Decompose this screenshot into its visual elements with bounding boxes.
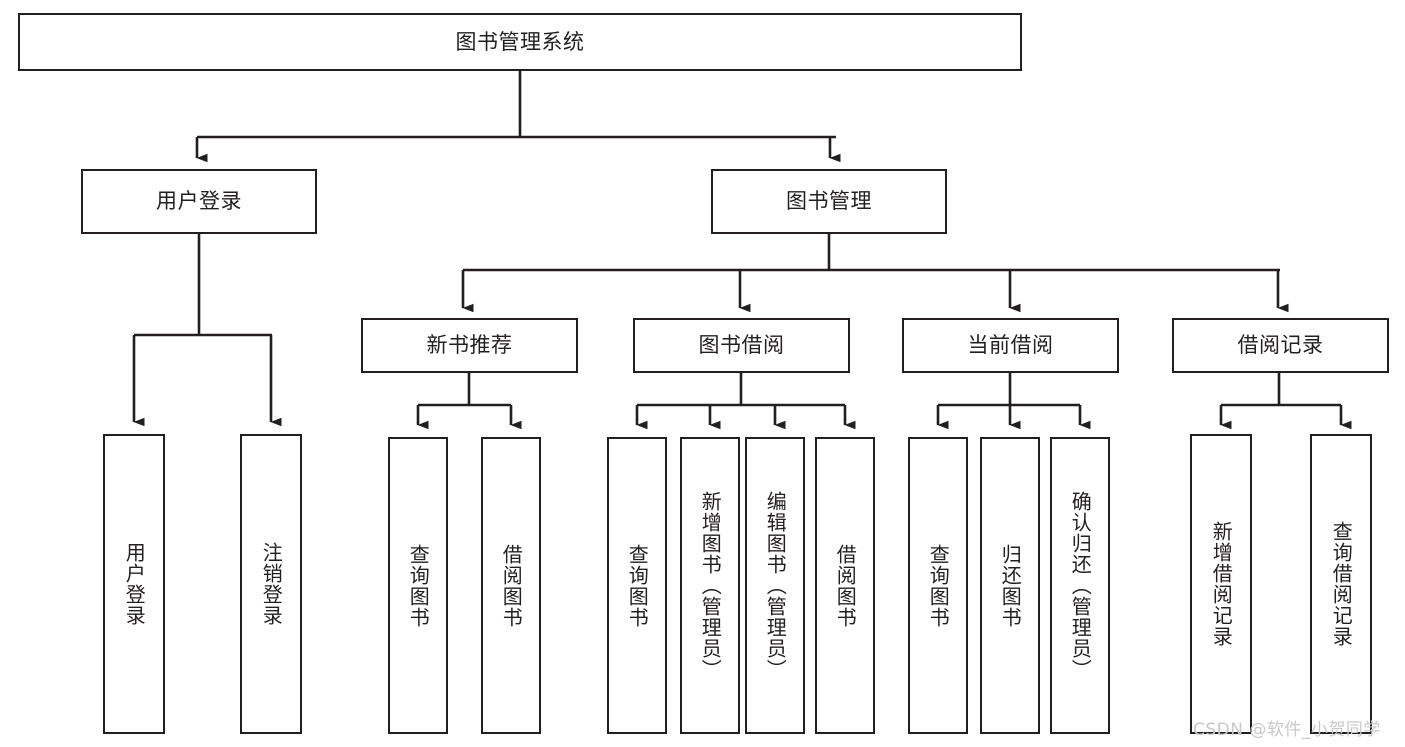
watermark-text: CSDN @软件_小贺同学 [1193,720,1381,740]
node-label: 借阅记录 [1237,333,1324,358]
node-root-library-management-system[interactable]: 图书管理系统 [18,13,1022,71]
leaf-borrow-record-query-record[interactable]: 查询借阅记录 [1310,434,1372,734]
leaf-current-borrow-return-book[interactable]: 归还图书 [980,437,1040,734]
leaf-book-borrow-edit-book-admin[interactable]: 编辑图书（管理员） [745,437,805,734]
node-label: 新增图书（管理员） [698,491,723,680]
leaf-new-book-borrow-book[interactable]: 借阅图书 [481,437,541,734]
leaf-book-borrow-add-book-admin[interactable]: 新增图书（管理员） [680,437,740,734]
node-label: 图书管理系统 [455,29,585,54]
leaf-current-borrow-query-book[interactable]: 查询图书 [908,437,968,734]
node-label: 新增借阅记录 [1209,521,1234,647]
node-label: 图书借阅 [698,333,785,358]
node-borrow-record[interactable]: 借阅记录 [1172,318,1389,373]
node-label: 归还图书 [998,543,1023,628]
node-label: 确认归还（管理员） [1068,491,1093,680]
node-label: 查询图书 [625,543,650,628]
node-label: 新书推荐 [426,333,513,358]
leaf-user-login-login[interactable]: 用户登录 [103,434,165,734]
node-label: 用户登录 [122,542,147,626]
node-label: 查询图书 [406,543,431,628]
node-current-borrow[interactable]: 当前借阅 [902,318,1119,373]
node-new-book-recommend[interactable]: 新书推荐 [361,318,578,373]
leaf-user-login-logout[interactable]: 注销登录 [240,434,302,734]
node-label: 用户登录 [156,189,242,214]
node-label: 图书管理 [786,189,872,214]
node-label: 查询图书 [926,543,951,628]
node-label: 当前借阅 [967,333,1054,358]
leaf-book-borrow-query-book[interactable]: 查询图书 [607,437,667,734]
node-label: 编辑图书（管理员） [763,491,788,680]
node-book-management[interactable]: 图书管理 [711,169,947,234]
node-label: 查询借阅记录 [1329,521,1354,647]
leaf-new-book-query-book[interactable]: 查询图书 [388,437,448,734]
leaf-borrow-record-add-record[interactable]: 新增借阅记录 [1190,434,1252,734]
node-label: 借阅图书 [499,543,524,628]
leaf-book-borrow-borrow-book[interactable]: 借阅图书 [815,437,875,734]
node-label: 注销登录 [259,542,284,626]
leaf-current-borrow-confirm-return-admin[interactable]: 确认归还（管理员） [1050,437,1110,734]
node-user-login[interactable]: 用户登录 [81,169,317,234]
node-book-borrow[interactable]: 图书借阅 [633,318,850,373]
node-label: 借阅图书 [833,543,858,628]
